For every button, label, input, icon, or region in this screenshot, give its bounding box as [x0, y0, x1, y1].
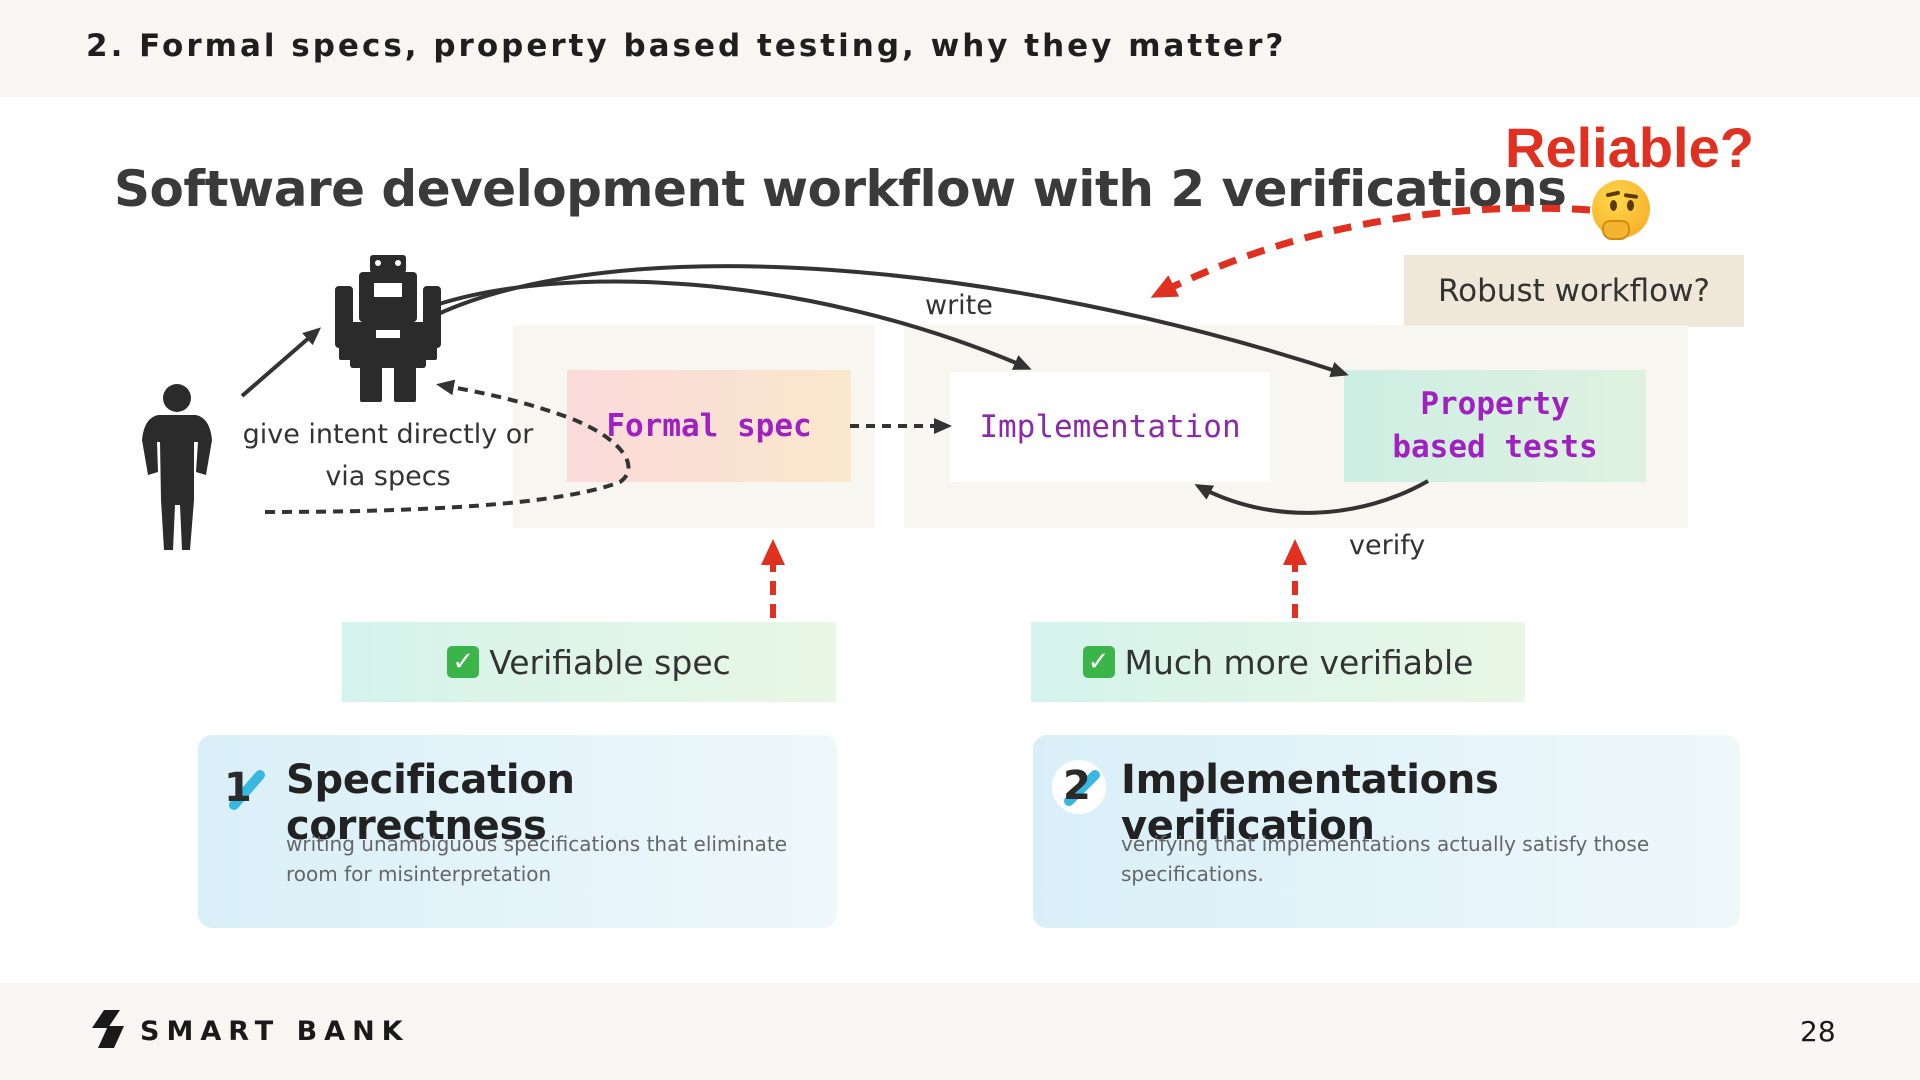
write-arrow-implementation: [435, 279, 1032, 370]
formal-spec-label: Formal spec: [606, 407, 812, 444]
brand-name: SMART BANK: [140, 1016, 410, 1047]
property-based-tests-label: Property based tests: [1392, 386, 1598, 465]
implementation-label: Implementation: [979, 408, 1241, 445]
footer-band: [0, 983, 1920, 1080]
smartbank-logo-icon: [92, 1010, 124, 1048]
card-description: verifying that implementations actually …: [1121, 832, 1650, 886]
robust-workflow-box: Robust workflow?: [1404, 255, 1744, 327]
implementations-verification-card: 2 Implementations verification verifying…: [1033, 735, 1740, 928]
write-label: write: [925, 290, 993, 321]
thinking-face-icon: [1592, 180, 1650, 240]
card-number: 2: [1063, 763, 1091, 809]
verifiable-spec-badge: ✓ Verifiable spec: [342, 622, 836, 702]
property-based-tests-box: Property based tests: [1344, 370, 1646, 482]
reliable-label: Reliable?: [1505, 116, 1754, 179]
number-2-icon: 2: [1052, 760, 1106, 814]
much-more-verifiable-badge: ✓ Much more verifiable: [1031, 622, 1525, 702]
implementation-box: Implementation: [950, 372, 1270, 482]
check-icon: ✓: [1082, 646, 1115, 678]
header-band: [0, 0, 1920, 97]
header-title: 2. Formal specs, property based testing,…: [86, 28, 1287, 64]
person-icon: [142, 384, 212, 550]
robust-workflow-label: Robust workflow?: [1438, 273, 1710, 309]
write-arrow-tests: [435, 264, 1349, 378]
reliable-red-dashed-arrow: [1150, 204, 1591, 299]
person-to-robot-arrow: [240, 327, 322, 398]
card-number: 1: [224, 765, 252, 811]
specification-correctness-card: 1 Specification correctness writing unam…: [198, 735, 837, 928]
card-title: Implementations verification: [1121, 757, 1499, 849]
page-number: 28: [1800, 1015, 1836, 1048]
verify-label: verify: [1349, 530, 1426, 561]
card-description: writing unambiguous specifications that …: [286, 832, 788, 886]
verifiable-spec-label: Verifiable spec: [489, 642, 731, 682]
much-more-verifiable-label: Much more verifiable: [1124, 642, 1474, 682]
robot-icon: [335, 255, 441, 402]
verify-arrow: [1194, 479, 1429, 515]
number-1-icon: 1: [224, 765, 265, 811]
formal-spec-box: Formal spec: [567, 370, 851, 482]
give-intent-dashed-arrow: [264, 379, 631, 514]
check-icon: ✓: [447, 646, 480, 678]
card-title: Specification correctness: [286, 757, 575, 849]
slide-title: Software development workflow with 2 ver…: [114, 160, 1567, 218]
give-intent-label: give intent directly or via specs: [242, 419, 534, 492]
